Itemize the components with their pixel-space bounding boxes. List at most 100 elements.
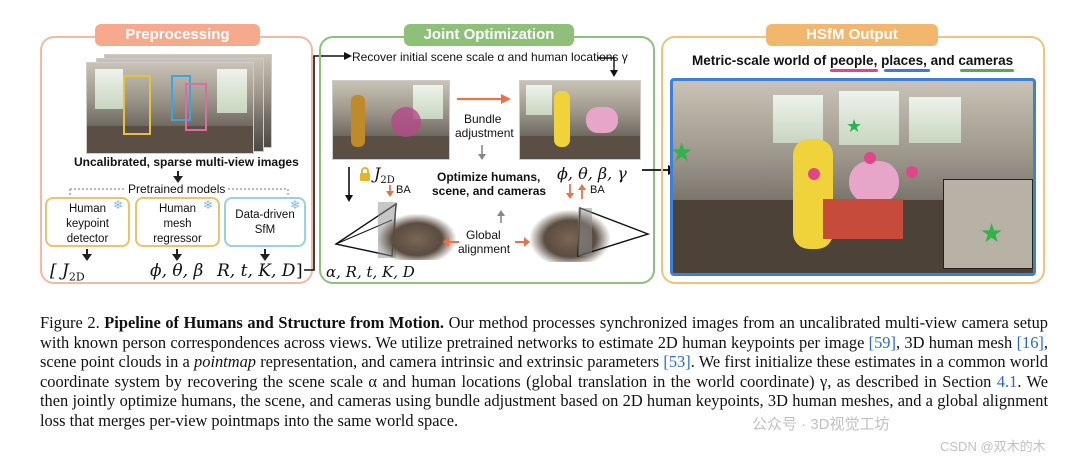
- output-bracket: ]: [296, 261, 303, 281]
- pointcloud-right: [530, 210, 610, 262]
- world-reconstruction-image: [670, 78, 1036, 276]
- pointmap-right: [577, 206, 651, 257]
- cameras-underline: [960, 69, 1014, 72]
- places-underline: [884, 69, 930, 72]
- camera-view-inset: [943, 179, 1033, 269]
- person-location-marker: [864, 152, 876, 164]
- model-line: mesh: [163, 218, 192, 230]
- heading-cameras: cameras: [958, 53, 1014, 68]
- initial-estimate-image: [332, 80, 450, 160]
- person-location-marker: [906, 166, 918, 178]
- figure-caption: Figure 2. Pipeline of Humans and Structu…: [40, 313, 1048, 431]
- down-arrow: [172, 249, 182, 261]
- down-arrow: [173, 171, 183, 183]
- heading-places: places: [881, 53, 924, 68]
- caption-text: representation, and camera intrinsic and…: [255, 352, 664, 372]
- heading-people: people: [830, 53, 874, 68]
- toy-blocks: [823, 199, 903, 239]
- pretrained-label: Pretrained models: [128, 182, 226, 196]
- person-bbox-pink: [185, 83, 207, 131]
- figure-label: Figure 2.: [40, 313, 100, 332]
- caption-emphasis: pointmap: [194, 352, 256, 372]
- gray-down-arrow: [478, 145, 486, 160]
- lock-icon: [360, 167, 370, 181]
- bundle-line1: Bundle: [464, 112, 502, 126]
- model-line: keypoint: [66, 218, 109, 230]
- gray-up-arrow: [497, 210, 505, 223]
- global-line2: alignment: [458, 242, 511, 256]
- output-smpl-params: ϕ, θ, β: [150, 261, 204, 281]
- section-link[interactable]: 4.1: [996, 371, 1018, 391]
- joint-params: ϕ, θ, β, γ: [557, 164, 627, 183]
- heading-comma: ,: [873, 53, 882, 68]
- view-image-front: [86, 62, 254, 154]
- caption-text: Our method processes synchronized images…: [40, 313, 1048, 352]
- model-line: detector: [66, 233, 109, 245]
- watermark-wechat: 公众号 · 3D视觉工坊: [752, 416, 890, 433]
- hsfm-output-title: HSfM Output: [766, 24, 938, 46]
- ba-label-left: BA: [396, 184, 411, 196]
- people-underline: [830, 69, 878, 72]
- model-line: Human: [158, 203, 197, 215]
- model-line: Human: [68, 203, 107, 215]
- citation-link[interactable]: [16]: [1016, 332, 1044, 352]
- skeleton-person: [391, 107, 421, 137]
- ba-down-arrow: [386, 185, 394, 197]
- down-arrow: [260, 249, 270, 261]
- bundle-line2: adjustment: [455, 126, 514, 140]
- mesh-person-pink: [586, 107, 618, 133]
- optimize-line1: Optimize humans,: [437, 170, 541, 184]
- pointcloud-left: [378, 214, 456, 260]
- person-location-marker: [808, 168, 820, 180]
- pretrained-bracket: [69, 188, 289, 196]
- model-line: SfM: [254, 224, 276, 236]
- orange-left-arrow: [443, 237, 459, 247]
- joint-bottom-math: α, R, t, K, D: [326, 263, 415, 281]
- optimized-image: [519, 80, 641, 160]
- ba-label-right: BA: [590, 184, 605, 196]
- model-keypoint-detector: Human keypoint detector: [45, 197, 130, 247]
- caption-text: . We then jointly optimize humans, the s…: [40, 371, 1048, 430]
- joint-j2d-symbol: J: [374, 164, 381, 183]
- camera-star-icon: ★: [670, 137, 694, 167]
- joint-optimization-title: Joint Optimization: [404, 24, 574, 46]
- preprocessing-title: Preprocessing: [95, 24, 260, 46]
- recover-arrow: [598, 57, 618, 77]
- person-bbox-yellow: [123, 75, 151, 135]
- recover-label: Recover initial scene scale α and human …: [352, 50, 628, 64]
- output-j2d: [ J2D: [50, 261, 85, 284]
- down-arrow: [82, 249, 92, 261]
- frozen-icon: ❄: [290, 198, 301, 212]
- watermark-csdn: CSDN @双木的木: [940, 439, 1046, 454]
- heading-prefix: Metric-scale world of: [692, 53, 831, 68]
- images-caption: Uncalibrated, sparse multi-view images: [74, 155, 299, 169]
- ba-updown-arrows: [566, 184, 586, 199]
- citation-link[interactable]: [59]: [868, 332, 896, 352]
- bundle-arrow: [457, 94, 511, 104]
- camera-star-icon: ★: [980, 218, 1004, 248]
- orange-right-arrow: [515, 237, 530, 247]
- heading-and: , and: [923, 53, 959, 68]
- model-line: Data-driven: [235, 209, 295, 221]
- camera-star-icon: ★: [846, 116, 863, 136]
- mesh-person-yellow: [554, 91, 570, 147]
- model-mesh-regressor: Human mesh regressor: [135, 197, 220, 247]
- person-bbox-blue: [171, 75, 191, 121]
- caption-text: , 3D human mesh: [895, 332, 1017, 352]
- joint-j2d: J2D: [374, 164, 395, 187]
- optimize-line2: scene, and cameras: [432, 184, 547, 198]
- model-data-driven-sfm: Data-driven SfM: [224, 197, 306, 247]
- figure-title: Pipeline of Humans and Structure from Mo…: [104, 313, 445, 332]
- caption-text: , scene point clouds in a: [40, 332, 1048, 372]
- output-camera-params: R, t, K, D: [217, 261, 296, 281]
- citation-link[interactable]: [53]: [663, 352, 691, 372]
- output-heading: Metric-scale world of people, places, an…: [692, 53, 1013, 68]
- j2d-symbol: J: [62, 261, 69, 281]
- mesh-person-pink: [849, 161, 899, 203]
- frozen-icon: ❄: [113, 198, 124, 212]
- caption-text: . We first initialize these estimates in…: [40, 352, 1048, 391]
- global-line1: Global: [466, 228, 501, 242]
- frozen-icon: ❄: [203, 198, 214, 212]
- connector-arrow: [304, 52, 352, 271]
- model-line: regressor: [153, 233, 202, 245]
